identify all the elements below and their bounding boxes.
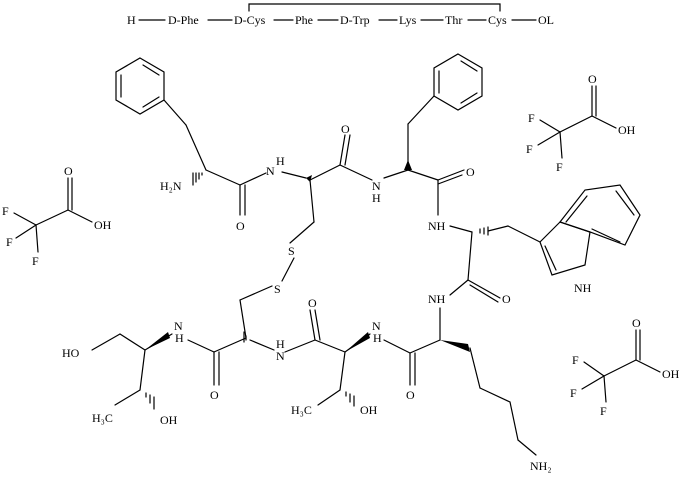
tfa-bottom-f2: F <box>570 386 577 400</box>
amide-nh-3: NH <box>428 219 446 233</box>
carbonyl-o-7: O <box>210 388 219 402</box>
seq-residue-phe: Phe <box>295 13 313 27</box>
carbonyl-o-2: O <box>341 122 350 136</box>
seq-residue-d-phe: D-Phe <box>168 13 199 27</box>
tfa-top-oh: OH <box>618 123 636 137</box>
tfa-top-o: O <box>588 72 597 86</box>
lysine-nh2: NH₂ <box>530 459 552 473</box>
tfa-top-f2: F <box>526 142 533 156</box>
terminal-ho-label: HO <box>62 346 80 360</box>
amide-n-7: N <box>174 319 183 333</box>
amide-h-6: H <box>276 337 285 351</box>
amide-nh-4: NH <box>428 292 446 306</box>
amide-n-2: N <box>372 179 381 193</box>
hashed-bond-nh2 <box>192 172 203 186</box>
tfa-left-f3: F <box>32 254 39 268</box>
seq-residue-d-trp: D-Trp <box>340 13 370 27</box>
trifluoroacetate-bottom-right: O OH F F F <box>570 316 680 418</box>
d-trp-residue: NH O NH <box>428 184 641 306</box>
amide-n-6: N <box>276 349 285 363</box>
amide-h-2: H <box>372 191 381 205</box>
indole-pyrrole-ring <box>539 221 591 276</box>
trifluoroacetate-top-right: O OH F F F <box>526 72 636 174</box>
wedge-bond-4 <box>345 332 370 352</box>
seq-residue-thr: Thr <box>445 13 462 27</box>
disulfide-bracket <box>248 3 501 12</box>
phenyl-ring-1 <box>115 57 165 115</box>
hashed-bond-trp <box>479 226 489 236</box>
phe-residue: O NH <box>383 53 483 233</box>
d-phe-residue: H₂N O N H <box>115 57 285 233</box>
wedge-bond-1 <box>306 175 312 182</box>
hashed-bond-thr <box>345 391 355 407</box>
amide-n-1: N <box>266 164 275 178</box>
wedge-bond-3 <box>440 340 470 352</box>
amine-h2n-label: H₂N <box>160 179 182 193</box>
tfa-bottom-f1: F <box>572 353 579 367</box>
amide-n-5: N <box>372 319 381 333</box>
tfa-left-o: O <box>64 164 73 178</box>
tfa-bottom-f3: F <box>600 404 607 418</box>
tfa-top-f1: F <box>528 111 535 125</box>
carbonyl-o-1: O <box>236 219 245 233</box>
lys-residue: NH₂ O N H <box>372 307 552 473</box>
seq-prefix: H <box>127 13 136 27</box>
seq-residue-d-cys: D-Cys <box>234 13 266 27</box>
cys-residue: S O N H <box>174 257 295 402</box>
thr-oh-label: OH <box>360 403 378 417</box>
carbonyl-o-4: O <box>502 292 511 306</box>
terminal-oh-label: OH <box>160 413 178 427</box>
tfa-bottom-oh: OH <box>662 367 680 381</box>
tfa-left-f2: F <box>6 235 13 249</box>
seq-residue-lys: Lys <box>399 13 417 27</box>
wedge-bond-5 <box>145 332 170 350</box>
terminal-h3c-label: H₃C <box>92 411 113 425</box>
phenyl-ring-2 <box>433 53 483 111</box>
carbonyl-o-6: O <box>308 296 317 310</box>
sequence-header: H D-Phe D-Cys Phe D-Trp Lys Thr Cys OL <box>127 3 554 27</box>
seq-residue-cys: Cys <box>488 13 507 27</box>
amide-h-7: H <box>175 331 184 345</box>
carbonyl-o-5: O <box>406 388 415 402</box>
seq-suffix: OL <box>538 13 554 27</box>
tfa-top-f3: F <box>556 160 563 174</box>
carbonyl-o-3: O <box>466 165 475 179</box>
tfa-left-f1: F <box>2 204 9 218</box>
thr-residue: H₃C OH O N H <box>276 296 378 417</box>
thr-h3c-label: H₃C <box>291 403 312 417</box>
sulfur-2: S <box>274 282 281 296</box>
tfa-bottom-o: O <box>632 316 641 330</box>
indole-benzene-ring <box>559 184 641 246</box>
amide-h-1: H <box>276 154 285 168</box>
sulfur-1: S <box>288 244 295 258</box>
amide-h-5: H <box>373 331 382 345</box>
hashed-bond-terminal <box>145 392 155 410</box>
tfa-left-oh: OH <box>94 218 112 232</box>
d-cys-residue: S O N H <box>281 122 381 258</box>
wedge-bond-2 <box>404 160 412 170</box>
threoninol-terminal: HO H₃C OH <box>62 332 178 427</box>
trifluoroacetate-left: O OH F F F <box>2 164 112 268</box>
indole-nh: NH <box>574 281 592 295</box>
